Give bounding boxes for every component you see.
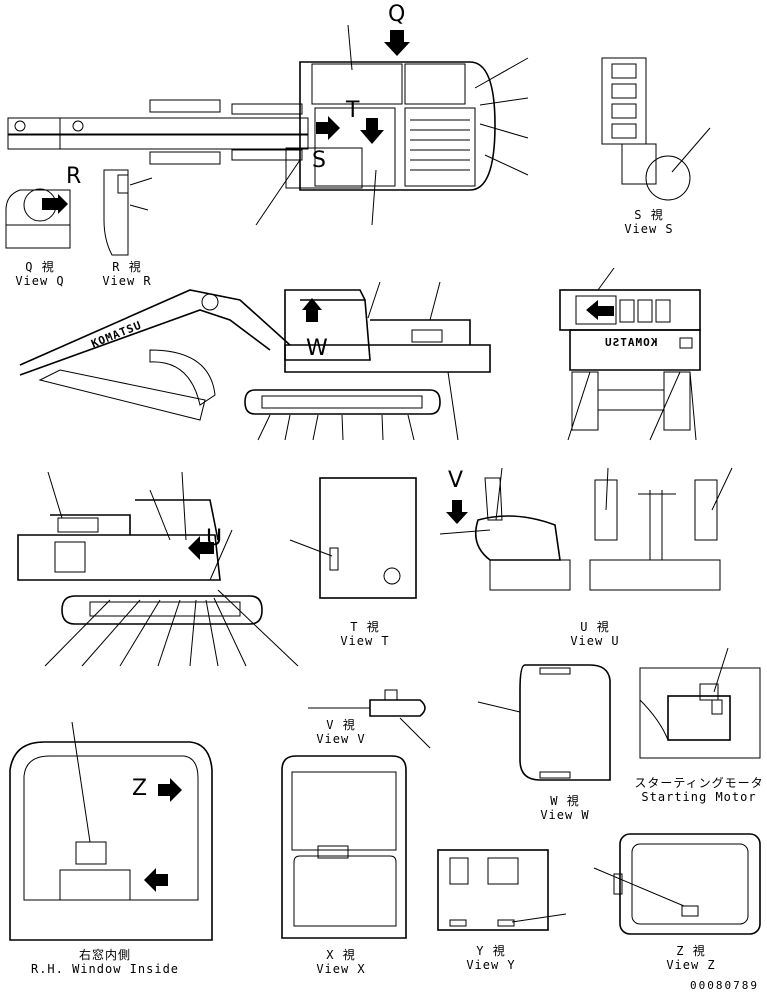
view-t-en: View T — [340, 634, 390, 648]
drawing-number: 00080789 — [690, 979, 759, 992]
rh-window-drawing — [9, 721, 213, 941]
view-s-en: View S — [624, 222, 674, 236]
letter-v: V — [448, 468, 464, 493]
letter-r: R — [66, 164, 82, 189]
letter-z: Z — [132, 776, 148, 801]
view-q-drawing — [5, 188, 71, 249]
view-w-drawing — [477, 664, 611, 781]
view-y-drawing — [437, 849, 567, 931]
view-v-label: V 視 View V — [306, 718, 376, 746]
letter-t: T — [346, 98, 360, 123]
view-u-en: View U — [570, 634, 620, 648]
rear-view — [559, 267, 701, 441]
view-y-jp: Y 視 — [476, 944, 506, 958]
view-w-jp: W 視 — [550, 794, 580, 808]
view-w-en: View W — [540, 808, 590, 822]
side-view-left — [19, 281, 491, 441]
view-t-label: T 視 View T — [330, 620, 400, 648]
rh-window-jp: 右窓内側 — [78, 948, 131, 962]
view-x-label: X 視 View X — [306, 948, 376, 976]
letter-u: U — [206, 526, 223, 551]
arrow-u-icon — [360, 118, 384, 144]
view-t-drawing — [289, 477, 417, 599]
view-t-jp: T 視 — [350, 620, 380, 634]
view-r-label: R 視 View R — [92, 260, 162, 288]
rh-window-label: 右窓内側 R.H. Window Inside — [20, 948, 190, 976]
view-u-jp: U 視 — [580, 620, 610, 634]
view-z-jp: Z 視 — [676, 944, 706, 958]
view-r-jp: R 視 — [112, 260, 142, 274]
starting-motor-label: スターティングモータ Starting Motor — [634, 776, 764, 804]
view-x-drawing — [281, 755, 407, 939]
view-u-label: U 視 View U — [560, 620, 630, 648]
rh-window-en: R.H. Window Inside — [30, 962, 180, 976]
view-y-label: Y 視 View Y — [456, 944, 526, 972]
view-r-drawing — [103, 169, 153, 256]
view-z-drawing — [593, 833, 761, 935]
view-u-drawing — [439, 467, 733, 591]
view-x-en: View X — [316, 962, 366, 976]
view-s-jp: S 視 — [634, 208, 664, 222]
view-z-en: View Z — [666, 958, 716, 972]
view-s-label: S 視 View S — [614, 208, 684, 236]
view-v-drawing — [308, 689, 431, 749]
view-y-en: View Y — [466, 958, 516, 972]
letter-s: S — [312, 148, 326, 173]
starting-motor-jp: スターティングモータ — [634, 776, 764, 790]
view-q-label: Q 視 View Q — [10, 260, 70, 288]
view-z-label: Z 視 View Z — [656, 944, 726, 972]
letter-q: Q — [388, 2, 406, 27]
starting-motor-drawing — [639, 647, 761, 759]
arrow-t-icon — [316, 116, 340, 140]
view-x-jp: X 視 — [326, 948, 356, 962]
radiator-grid — [410, 119, 470, 171]
view-s-drawing — [601, 57, 711, 201]
view-v-jp: V 視 — [326, 718, 356, 732]
view-r-en: View R — [102, 274, 152, 288]
view-v-en: View V — [316, 732, 366, 746]
brand-text-rear: KOMATSU — [604, 336, 658, 349]
letter-w: W — [306, 336, 328, 361]
view-w-label: W 視 View W — [530, 794, 600, 822]
view-q-jp: Q 視 — [25, 260, 55, 274]
side-view-right — [17, 471, 299, 667]
top-plan-view — [7, 24, 529, 226]
arrow-q-icon — [384, 30, 410, 56]
view-q-en: View Q — [15, 274, 65, 288]
starting-motor-en: Starting Motor — [641, 790, 757, 804]
